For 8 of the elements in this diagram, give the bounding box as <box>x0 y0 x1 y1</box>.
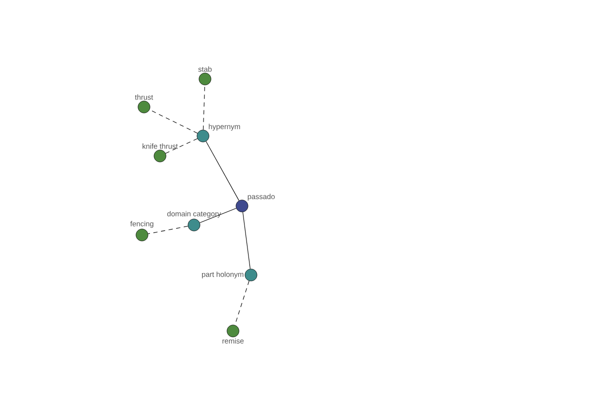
connector-line <box>165 138 198 154</box>
connector-line <box>234 280 250 326</box>
connector-line <box>242 212 250 270</box>
connector-line <box>148 226 188 234</box>
connector-line <box>206 141 240 201</box>
connector-line <box>200 208 236 223</box>
connector-line <box>202 84 206 130</box>
connector-line <box>149 109 198 134</box>
